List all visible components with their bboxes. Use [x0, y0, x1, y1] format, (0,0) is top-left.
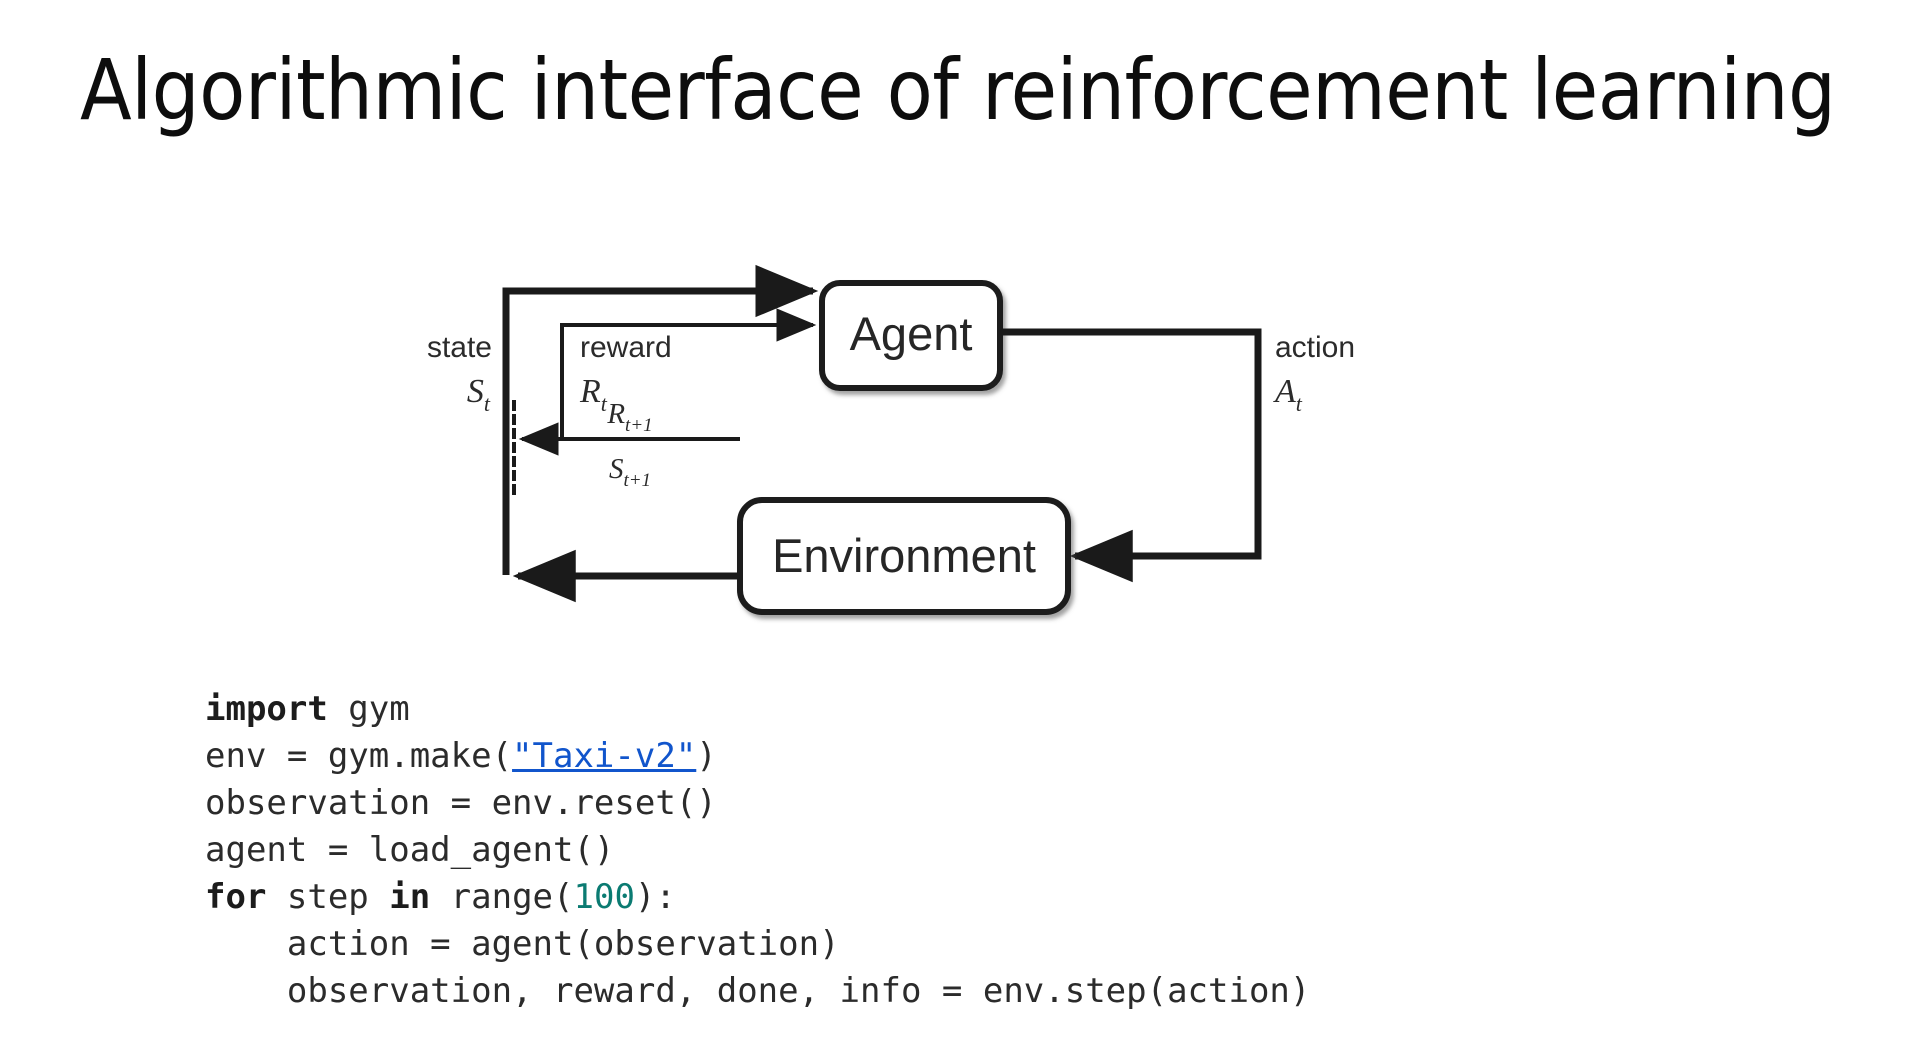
- state-next-symbol: St+1: [609, 453, 651, 491]
- action-arrow-path: [1000, 328, 1262, 583]
- environment-node: [737, 497, 1071, 615]
- code-keyword: for: [205, 877, 267, 917]
- code-text: observation, reward, done, info = env.st…: [205, 971, 1311, 1011]
- code-text: range(: [430, 877, 574, 917]
- rl-loop-diagram: Agent Environment: [330, 240, 1390, 640]
- state-arrow-path: [502, 264, 819, 575]
- page-title: Algorithmic interface of reinforcement l…: [80, 41, 1836, 139]
- code-text: observation = env.reset(): [205, 783, 717, 823]
- environment-label: Environment: [772, 529, 1036, 582]
- code-text: agent = load_agent(): [205, 830, 615, 870]
- state-symbol: St: [467, 373, 491, 416]
- code-text: step: [266, 877, 390, 917]
- code-text: env = gym.make(: [205, 736, 513, 776]
- code-line: agent = load_agent(): [205, 827, 1310, 874]
- code-line: observation, reward, done, info = env.st…: [205, 968, 1311, 1015]
- code-line: import gym: [205, 686, 1310, 733]
- code-line: for step in range(100):: [205, 874, 1310, 921]
- code-text: gym: [327, 689, 410, 729]
- code-keyword: import: [205, 689, 328, 729]
- code-line: observation = env.reset(): [205, 780, 1310, 827]
- code-text: ):: [634, 877, 676, 917]
- code-string-link[interactable]: "Taxi-v2": [512, 736, 697, 776]
- state-label: state: [427, 331, 492, 364]
- code-number: 100: [573, 877, 635, 917]
- reward-symbol: Rt: [579, 373, 608, 416]
- code-text: action = agent(observation): [205, 924, 840, 964]
- code-keyword: in: [389, 877, 431, 917]
- action-label: action: [1275, 331, 1355, 364]
- code-text: ): [696, 736, 717, 776]
- reward-label: reward: [580, 331, 672, 364]
- action-symbol: At: [1273, 373, 1303, 416]
- reward-arrow-path: [560, 308, 817, 440]
- code-line: env = gym.make("Taxi-v2"): [205, 733, 1310, 780]
- code-line: action = agent(observation): [205, 921, 1310, 968]
- agent-label: Agent: [850, 307, 973, 360]
- reward-next-symbol: Rt+1: [606, 398, 652, 436]
